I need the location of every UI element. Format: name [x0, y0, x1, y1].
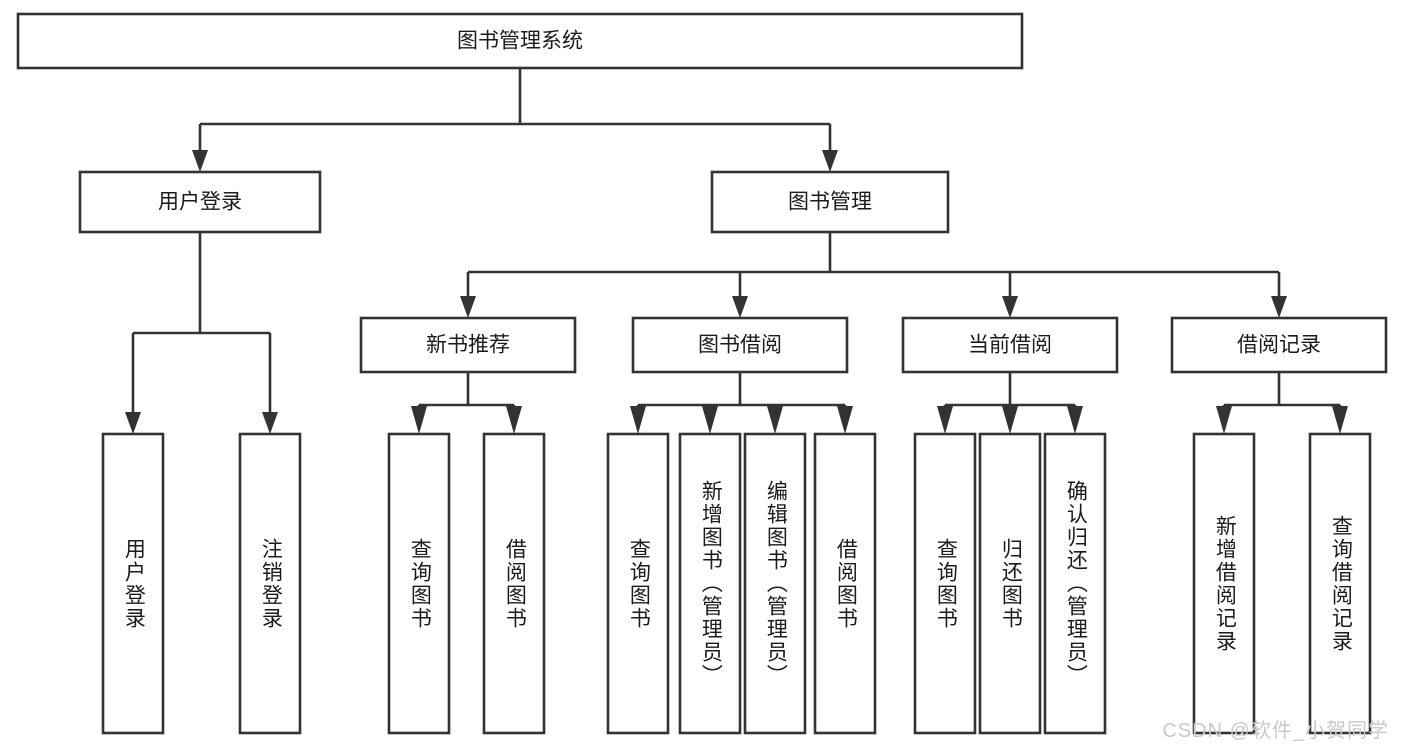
- csdn-watermark: CSDN @软件_小贺同学: [1162, 720, 1389, 742]
- arrow-to-leaf-user-login: [125, 412, 141, 434]
- node-label-root: 图书管理系统: [457, 30, 583, 53]
- node-box-leaf-user-login[interactable]: [101, 432, 165, 735]
- arrow-to-leaf-add-book: [702, 406, 718, 434]
- arrow-to-leaf-edit-book: [767, 406, 783, 434]
- arrow-to-leaf-query-book-1: [411, 406, 427, 434]
- arrow-to-leaf-query-book-3: [937, 406, 953, 434]
- node-box-user-login[interactable]: [78, 170, 322, 234]
- arrow-to-leaf-logout-login: [262, 412, 278, 434]
- node-box-leaf-logout-login[interactable]: [238, 432, 302, 735]
- node-box-new-book-recommend[interactable]: [359, 316, 577, 374]
- node-box-book-borrow[interactable]: [631, 316, 849, 374]
- node-label-borrow-record: 借阅记录: [1237, 334, 1321, 357]
- node-box-leaf-confirm-return[interactable]: [1043, 432, 1107, 735]
- edges-layer: [125, 68, 1348, 434]
- arrow-to-leaf-borrow-book-2: [837, 406, 853, 434]
- node-box-leaf-return-book[interactable]: [978, 432, 1042, 735]
- arrow-to-leaf-query-record: [1332, 406, 1348, 434]
- node-box-book-management[interactable]: [710, 170, 950, 234]
- node-box-leaf-edit-book[interactable]: [743, 432, 807, 735]
- node-box-borrow-record[interactable]: [1170, 316, 1388, 374]
- arrow-to-leaf-add-record: [1216, 406, 1232, 434]
- arrow-to-leaf-borrow-book-1: [506, 406, 522, 434]
- node-box-current-borrow[interactable]: [901, 316, 1119, 374]
- node-label-user-login: 用户登录: [158, 191, 242, 214]
- node-box-leaf-borrow-book-1[interactable]: [482, 432, 546, 735]
- arrow-to-book-management: [822, 150, 838, 172]
- arrow-to-borrow-record: [1271, 296, 1287, 318]
- arrow-to-leaf-query-book-2: [630, 406, 646, 434]
- node-label-book-borrow: 图书借阅: [698, 334, 782, 357]
- node-box-leaf-query-book-1[interactable]: [387, 432, 451, 735]
- node-box-leaf-query-book-2[interactable]: [606, 432, 670, 735]
- node-label-new-book-recommend: 新书推荐: [426, 334, 510, 357]
- node-box-leaf-add-record[interactable]: [1192, 432, 1256, 735]
- arrow-to-leaf-return-book: [1002, 406, 1018, 434]
- node-box-leaf-query-record[interactable]: [1308, 432, 1372, 735]
- arrow-to-user-login: [192, 150, 208, 172]
- node-box-root[interactable]: [16, 12, 1024, 70]
- node-box-leaf-borrow-book-2[interactable]: [813, 432, 877, 735]
- nodes-layer: 图书管理系统 用户登录 图书管理 新书推荐 图书借阅 当前借阅 借阅记录: [16, 12, 1388, 735]
- arrow-to-new-book-recommend: [460, 296, 476, 318]
- node-label-book-management: 图书管理: [788, 191, 872, 214]
- arrow-to-book-borrow: [732, 296, 748, 318]
- arrow-to-leaf-confirm-return: [1067, 406, 1083, 434]
- node-box-leaf-add-book[interactable]: [678, 432, 742, 735]
- arrow-to-current-borrow: [1002, 296, 1018, 318]
- node-label-current-borrow: 当前借阅: [968, 334, 1052, 357]
- node-box-leaf-query-book-3[interactable]: [913, 432, 977, 735]
